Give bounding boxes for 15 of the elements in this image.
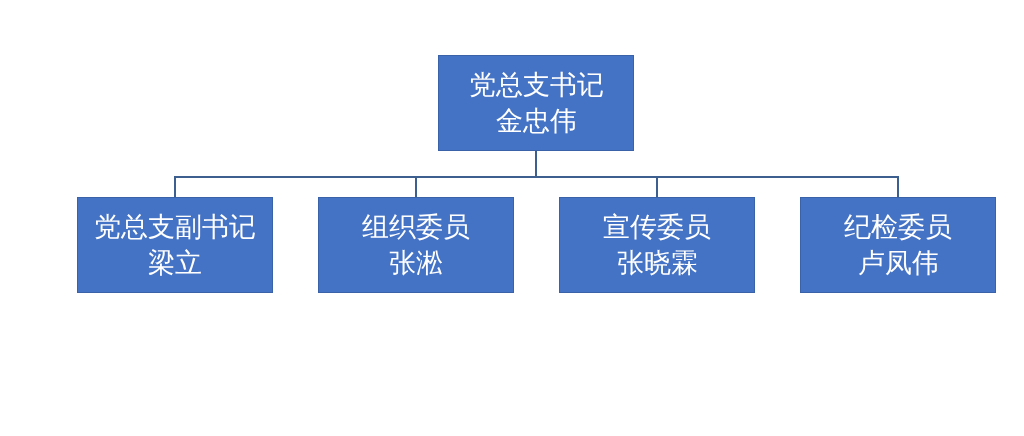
org-box (800, 197, 996, 293)
position-title: 纪检委员 (844, 210, 952, 244)
org-box (318, 197, 514, 293)
position-title: 宣传委员 (603, 210, 711, 244)
org-box (559, 197, 755, 293)
person-name: 梁立 (148, 246, 202, 280)
person-name: 张晓霖 (616, 246, 698, 280)
position-title: 党总支书记 (468, 68, 604, 102)
person-name: 张淞 (389, 246, 443, 280)
position-title: 组织委员 (362, 210, 470, 244)
position-title: 党总支副书记 (94, 210, 256, 244)
org-box (77, 197, 273, 293)
person-name: 金忠伟 (495, 104, 577, 138)
org-box (438, 55, 634, 151)
person-name: 卢凤伟 (857, 246, 939, 280)
